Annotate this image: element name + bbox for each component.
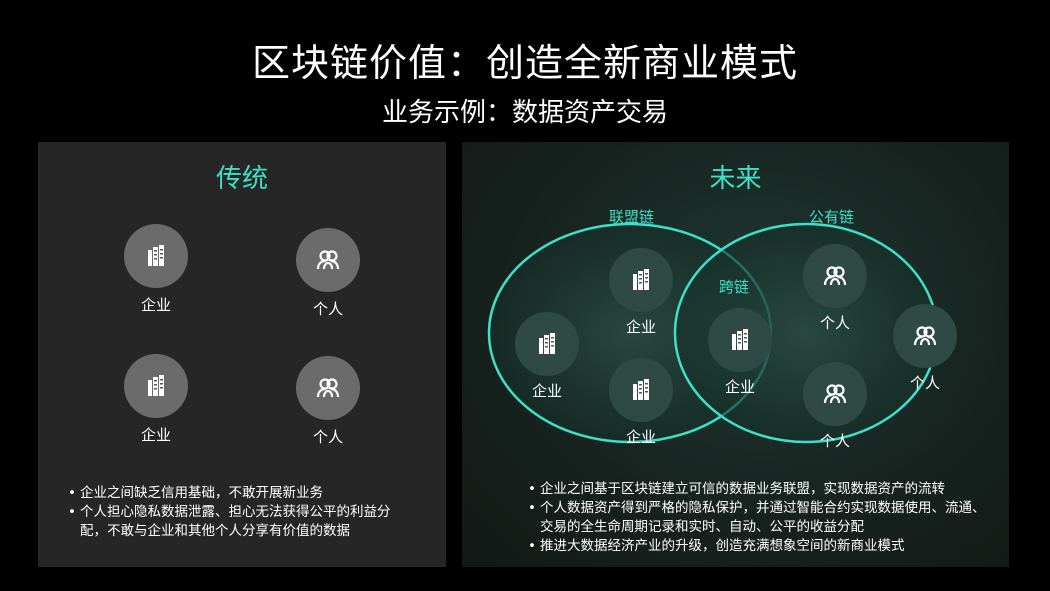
future-bullets: 企业之间基于区块链建立可信的数据业务联盟，实现数据资产的流转 个人数据资产得到严… xyxy=(528,480,988,556)
consortium-chain-label: 联盟链 xyxy=(609,208,655,226)
node-label: 企业 xyxy=(625,318,656,336)
company-node: 企业 xyxy=(708,308,772,397)
person-node: 个人 xyxy=(803,244,867,333)
people-icon xyxy=(893,304,957,368)
company-node: 企业 xyxy=(124,354,188,445)
node-label: 企业 xyxy=(625,428,656,446)
people-icon xyxy=(296,228,360,292)
bullet-item: 企业之间缺乏信用基础，不敢开展新业务 xyxy=(68,484,413,503)
node-label: 个人 xyxy=(819,314,850,332)
building-icon xyxy=(124,354,188,418)
people-icon xyxy=(803,362,867,426)
bullet-item: 企业之间基于区块链建立可信的数据业务联盟，实现数据资产的流转 xyxy=(528,480,988,499)
person-node: 个人 xyxy=(296,228,360,319)
traditional-heading: 传统 xyxy=(215,164,268,194)
node-label: 个人 xyxy=(819,432,850,450)
page-title: 区块链价值：创造全新商业模式 xyxy=(251,41,798,85)
node-label: 企业 xyxy=(140,296,171,314)
future-heading: 未来 xyxy=(709,164,762,194)
page-subtitle: 业务示例：数据资产交易 xyxy=(381,98,668,128)
company-node: 企业 xyxy=(609,358,673,447)
node-label: 个人 xyxy=(909,374,940,392)
company-node: 企业 xyxy=(124,224,188,315)
traditional-panel: 传统 企业 个人 企业 个人 企业之间缺乏信用基础，不敢开展新业务 个人担心隐私… xyxy=(38,142,446,567)
person-node: 个人 xyxy=(893,304,957,393)
traditional-bullets: 企业之间缺乏信用基础，不敢开展新业务 个人担心隐私数据泄露、担心无法获得公平的利… xyxy=(68,484,413,541)
building-icon xyxy=(609,358,673,422)
node-label: 个人 xyxy=(312,300,343,318)
cross-chain-label: 跨链 xyxy=(719,278,750,296)
people-icon xyxy=(296,356,360,420)
person-node: 个人 xyxy=(296,356,360,447)
future-panel: 未来 联盟链 公有链 跨链 企业 企业 企业 企业 个人 个人 个人 企业之间基… xyxy=(462,142,1009,567)
people-icon xyxy=(803,244,867,308)
company-node: 企业 xyxy=(515,312,579,401)
bullet-item: 个人数据资产得到严格的隐私保护，并通过智能合约实现数据使用、流通、交易的全生命周… xyxy=(528,499,988,537)
building-icon xyxy=(708,308,772,372)
company-node: 企业 xyxy=(609,248,673,337)
node-label: 企业 xyxy=(531,382,562,400)
venn-diagram xyxy=(487,222,939,444)
building-icon xyxy=(609,248,673,312)
node-label: 企业 xyxy=(724,378,755,396)
bullet-item: 推进大数据经济产业的升级，创造充满想象空间的新商业模式 xyxy=(528,537,988,556)
building-icon xyxy=(124,224,188,288)
building-icon xyxy=(515,312,579,376)
node-label: 个人 xyxy=(312,428,343,446)
person-node: 个人 xyxy=(803,362,867,451)
node-label: 企业 xyxy=(140,426,171,444)
bullet-item: 个人担心隐私数据泄露、担心无法获得公平的利益分配，不敢与企业和其他个人分享有价值… xyxy=(68,503,413,541)
public-chain-label: 公有链 xyxy=(809,208,855,226)
